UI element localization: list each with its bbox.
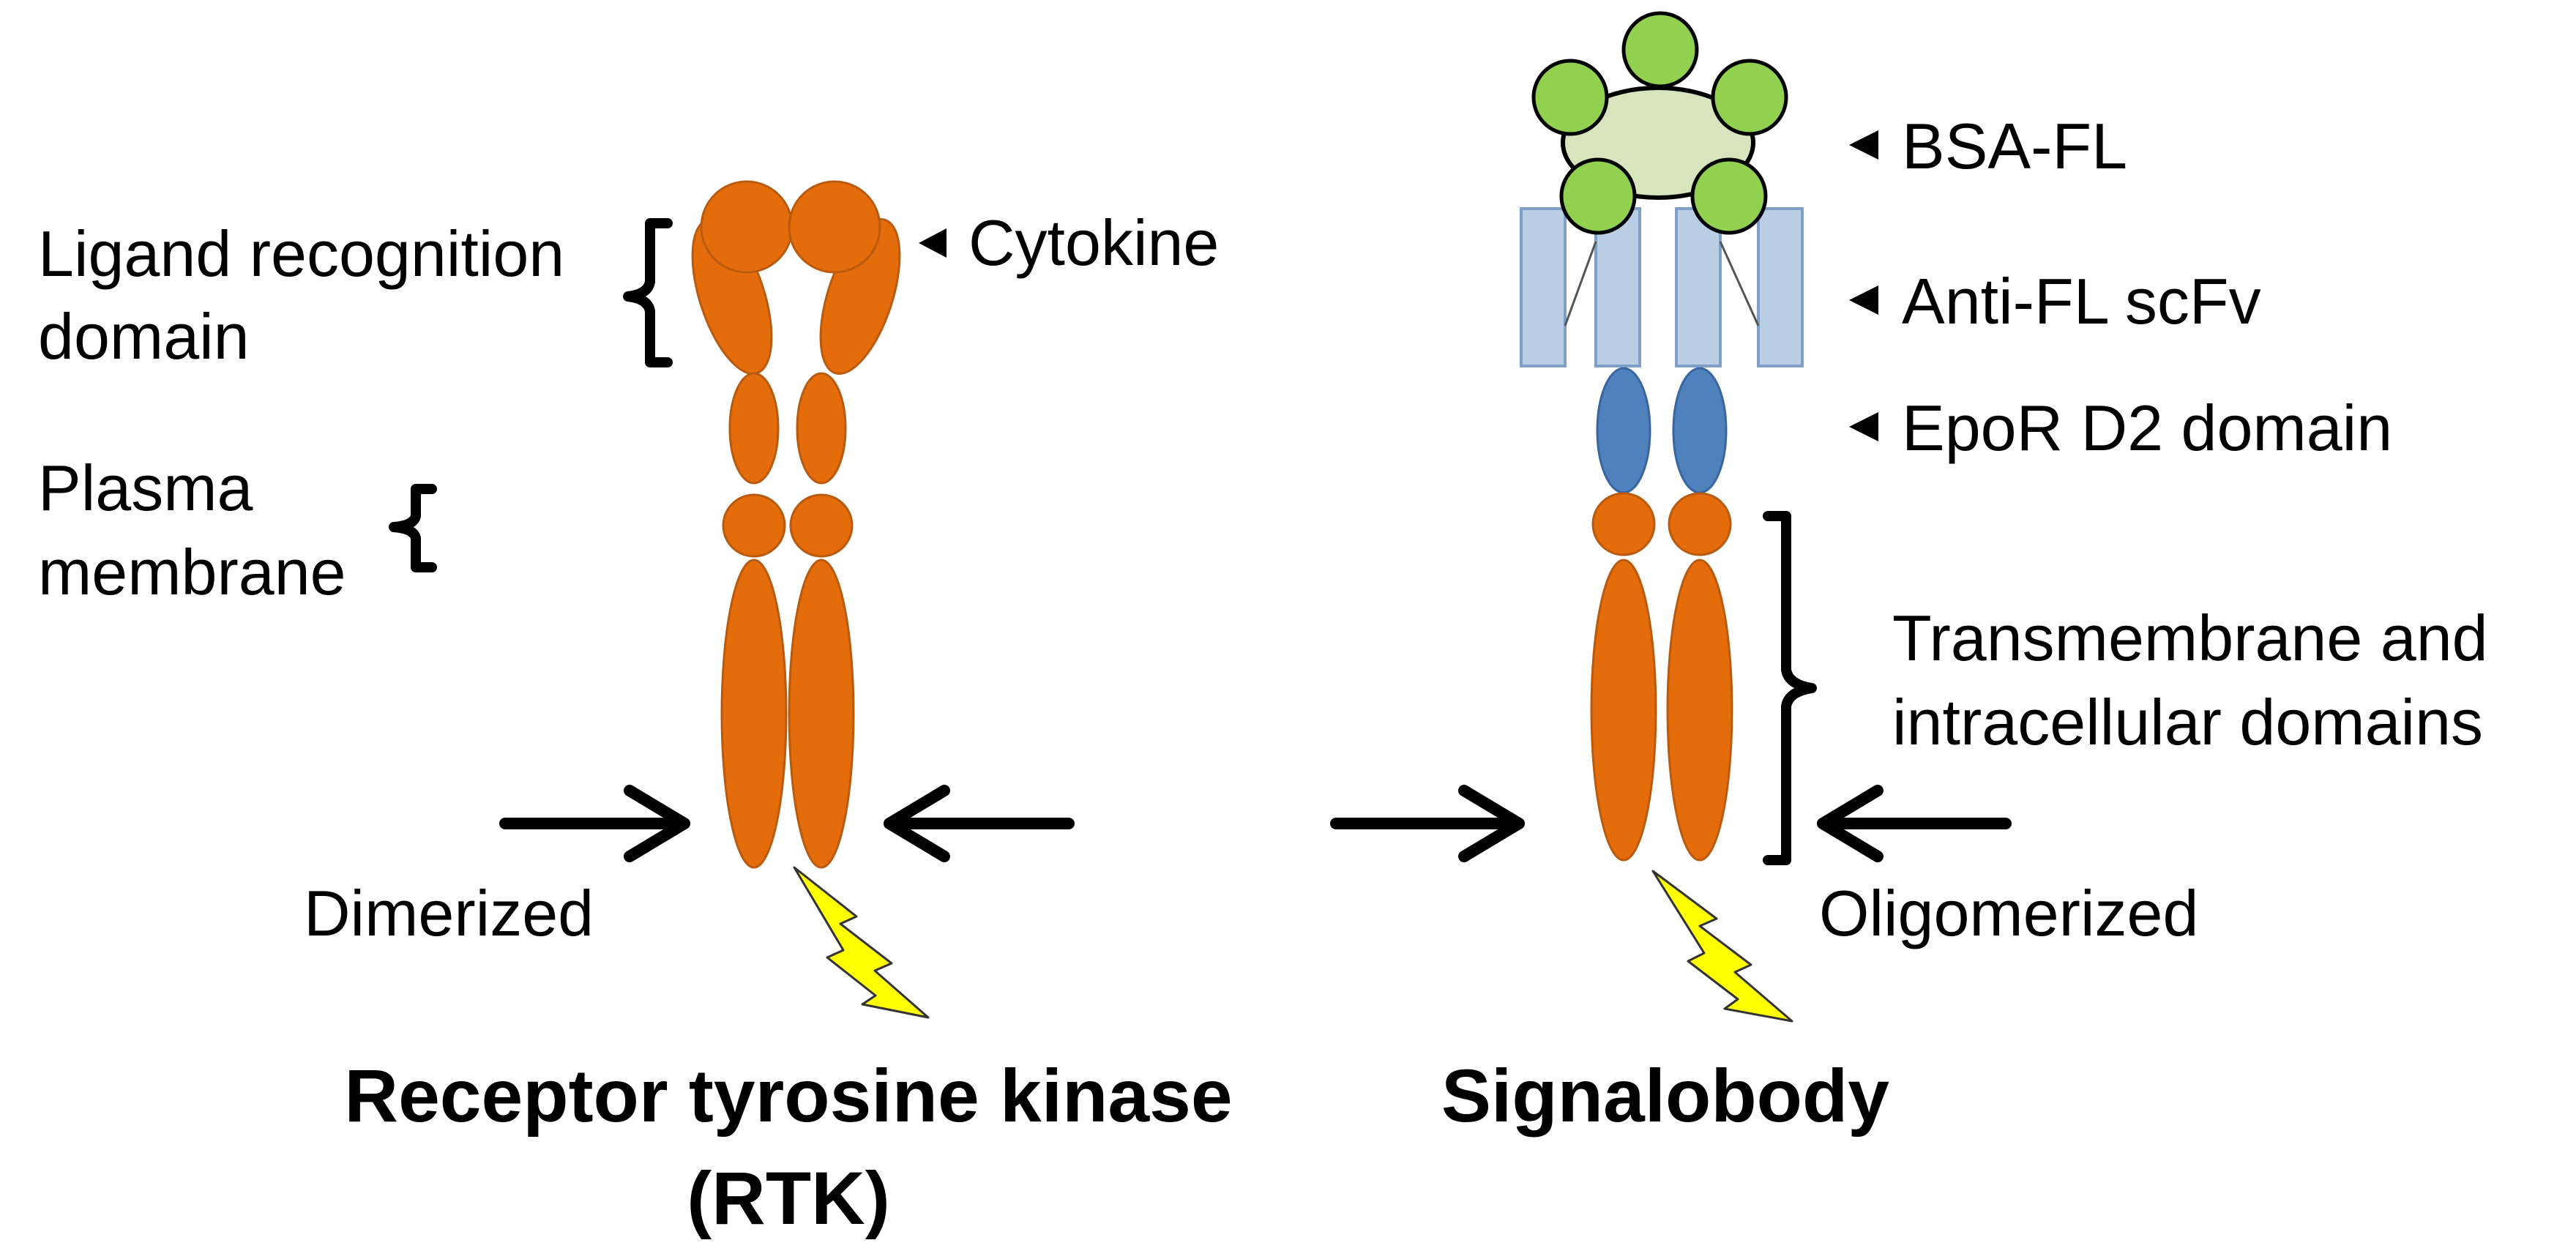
rtk-right-arrow-icon: [884, 785, 1075, 862]
transmembrane-label-line1: Transmembrane and: [1892, 602, 2488, 674]
fl-circle-lower-left: [1559, 157, 1637, 235]
anti-fl-scfv-label: Anti-FL scFv: [1902, 265, 2261, 337]
signalobody-right-arrow-icon: [1817, 785, 2012, 862]
rtk-left-arrow-icon: [499, 785, 690, 862]
transmembrane-label-line2: intracellular domains: [1892, 686, 2483, 758]
epor-pointer-icon: [1849, 412, 1878, 441]
rtk-receptor: [691, 180, 901, 869]
ligand-recognition-label-line1: Ligand recognition: [38, 217, 564, 290]
ligand-recognition-label-line2: domain: [38, 300, 250, 373]
signalobody-left-tm: [1591, 492, 1656, 556]
dimerized-label: Dimerized: [304, 877, 594, 949]
fl-circle-upper-left: [1531, 59, 1609, 136]
rtk-left-intracellular: [720, 559, 788, 869]
cytokine-pointer-icon: [919, 228, 947, 258]
signalobody-lightning-icon: [1651, 870, 1793, 1023]
rtk-title-line2: (RTK): [687, 1157, 890, 1240]
rtk-left-stalk: [728, 372, 780, 485]
epor-d2-right: [1672, 367, 1728, 494]
bsa-fl-label: BSA-FL: [1902, 110, 2127, 182]
rtk-left-tm: [722, 493, 786, 558]
fl-circle-lower-right: [1690, 157, 1768, 235]
signalobody-right-intracellular: [1666, 559, 1733, 862]
plasma-membrane-label-line2: membrane: [38, 536, 346, 608]
rtk-title-line1: Receptor tyrosine kinase: [344, 1054, 1232, 1138]
cytokine-label: Cytokine: [968, 206, 1219, 279]
fl-circle-upper-right: [1711, 59, 1788, 136]
scfv-rect-4: [1757, 207, 1804, 367]
scfv-rect-3: [1675, 207, 1722, 367]
rtk-right-tm: [789, 493, 854, 558]
rtk-right-arm: [819, 218, 901, 375]
rtk-lightning-icon: [793, 866, 930, 1019]
scfv-rect-1: [1520, 207, 1567, 367]
scfv-linker-right: [1719, 241, 1760, 326]
signalobody-right-tm: [1668, 492, 1732, 556]
plasma-membrane-bracket: [389, 484, 437, 572]
plasma-membrane: [458, 484, 2050, 569]
signalobody-left-intracellular: [1590, 559, 1657, 862]
signalobody-left-arrow-icon: [1330, 785, 1525, 862]
signalobody-title: Signalobody: [1441, 1054, 1889, 1138]
bsa-fl-pointer-icon: [1849, 130, 1878, 160]
plasma-membrane-label-line1: Plasma: [38, 452, 253, 524]
transmembrane-bracket: [1763, 511, 1817, 865]
epor-d2-left: [1596, 367, 1651, 494]
rtk-right-intracellular: [788, 559, 855, 869]
oligomerized-label: Oligomerized: [1819, 877, 2198, 949]
scfv-linker-left: [1564, 241, 1597, 326]
rtk-right-stalk: [796, 372, 847, 485]
signalobody-receptor: [1520, 11, 1804, 862]
fl-circle-top: [1621, 11, 1699, 89]
epor-d2-label: EpoR D2 domain: [1902, 392, 2392, 464]
ligand-recognition-bracket: [623, 218, 673, 367]
cytokine-right-circle: [788, 180, 881, 274]
scfv-rect-2: [1594, 207, 1641, 367]
cytokine-left-circle: [700, 180, 794, 274]
scfv-pointer-icon: [1849, 285, 1878, 315]
